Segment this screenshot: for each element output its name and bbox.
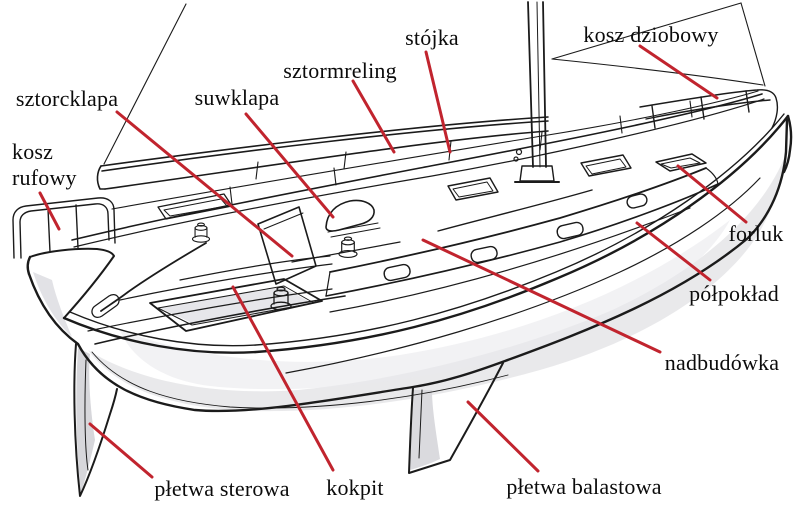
stern-shade [33, 272, 72, 337]
portholes [383, 193, 648, 282]
leader-kosz-rufowy [38, 191, 61, 231]
leader-stojka [424, 50, 452, 154]
label-forluk: forluk [728, 221, 784, 246]
cockpit [87, 241, 401, 345]
leader-sztormreling [351, 79, 396, 154]
leader-polpoklad [635, 221, 712, 282]
cabin-deck-edge [325, 183, 719, 297]
label-pletwa-sterowa: płetwa sterowa [154, 476, 290, 501]
stanchions [229, 100, 693, 205]
label-suwklapa: suwklapa [194, 85, 280, 110]
tiller [91, 242, 207, 319]
label-polpoklad: półpokład [689, 281, 779, 306]
cabin-top-edge [329, 167, 707, 273]
boom [96, 116, 549, 190]
leader-kokpit [231, 285, 335, 472]
leader-pletwa-balastowa [466, 400, 540, 473]
leader-lines [38, 44, 748, 479]
boat-linework [12, 1, 793, 497]
leader-kosz-dziobowy [638, 44, 719, 100]
leader-forluk [676, 164, 748, 224]
hull-shading [33, 156, 785, 494]
winches [191, 222, 358, 311]
leader-pletwa-sterowa [88, 422, 154, 479]
label-sztormreling: sztormreling [283, 58, 397, 83]
label-stojka: stójka [405, 25, 459, 50]
transom [29, 247, 115, 319]
label-kosz-rufowy: kosz rufowy [12, 139, 77, 190]
label-kosz-dziobowy: kosz dziobowy [583, 22, 719, 47]
label-sztorcklapa: sztorcklapa [15, 86, 119, 111]
sheer-line [62, 114, 790, 354]
rigging [103, 2, 766, 165]
ballast-fin [408, 362, 504, 474]
sliding-hatch [325, 199, 381, 238]
label-kokpit: kokpit [326, 475, 384, 500]
topping-lift [103, 3, 187, 165]
stern-pulpit [12, 197, 116, 259]
lifeline [111, 90, 759, 210]
leader-nadbudowka [421, 238, 662, 354]
bow-stem [782, 114, 793, 174]
mast [513, 1, 560, 183]
rudder-fin-shade [76, 348, 95, 494]
grab-rail [437, 189, 593, 232]
rudder-fin [73, 343, 118, 497]
leader-suwklapa [244, 112, 335, 219]
transom-edge [26, 255, 32, 276]
label-nadbudowka: nadbudówka [664, 350, 780, 375]
bow-pulpit [639, 89, 779, 129]
fore-hatch [655, 153, 707, 172]
forestay [740, 2, 766, 87]
ballast-fin-shade [410, 390, 440, 470]
skylight-hatches [447, 154, 632, 201]
leader-sztorcklapa [115, 110, 294, 258]
label-pletwa-balastowa: płetwa balastowa [506, 474, 662, 499]
